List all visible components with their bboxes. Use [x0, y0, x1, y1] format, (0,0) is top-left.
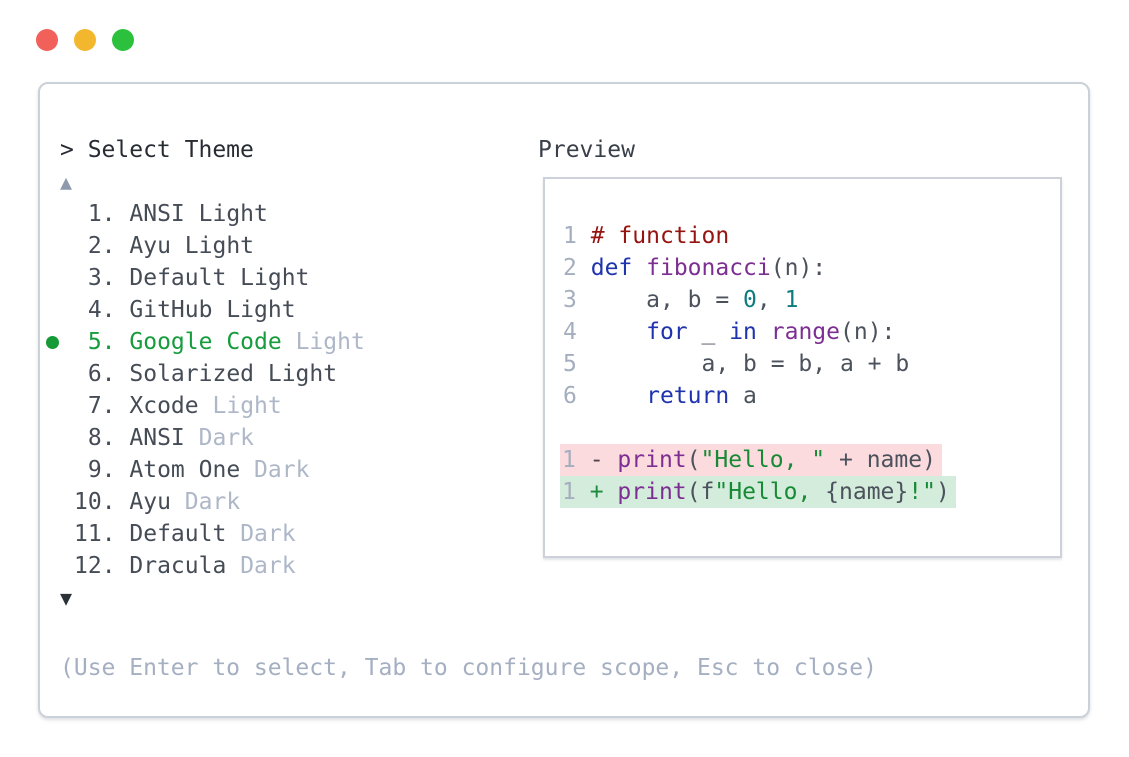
- code-line: 3 a, b = 0, 1: [563, 287, 799, 313]
- window-controls: [36, 29, 134, 51]
- theme-item-name: Dracula: [129, 553, 227, 579]
- theme-item-number: 11.: [74, 521, 116, 547]
- theme-item-number: 6.: [87, 361, 116, 387]
- preview-box: 1 # function 2 def fibonacci(n): 3 a, b = …: [543, 177, 1062, 558]
- theme-item-suffix: Dark: [240, 553, 296, 579]
- line-number: 1: [563, 223, 577, 249]
- theme-item-name: Google Code: [129, 329, 282, 355]
- line-number: 2: [563, 255, 577, 281]
- theme-item-name: ANSI: [129, 425, 185, 451]
- theme-item-number: 10.: [74, 489, 116, 515]
- theme-item-atom-one[interactable]: 9. Atom One Dark: [60, 454, 877, 486]
- theme-item-name: Default: [129, 521, 227, 547]
- maximize-button[interactable]: [112, 29, 134, 51]
- selected-indicator-dot: [46, 336, 59, 349]
- theme-item-ayu-light[interactable]: 2. Ayu Light: [60, 230, 877, 262]
- code-line: 1 # function: [563, 223, 730, 249]
- theme-item-number: 9.: [87, 457, 116, 483]
- theme-item-number: 7.: [87, 393, 116, 419]
- diff-line-removed: 1 - print("Hello, " + name): [560, 444, 942, 476]
- theme-item-suffix: Light: [212, 393, 282, 419]
- code-preview: 1 # function 2 def fibonacci(n): 3 a, b = …: [560, 220, 956, 508]
- close-button[interactable]: [36, 29, 58, 51]
- theme-item-solarized-light[interactable]: 6. Solarized Light: [60, 358, 877, 390]
- theme-item-name: GitHub Light: [129, 297, 296, 323]
- code-line: 6 return a: [563, 383, 757, 409]
- line-number: 1: [562, 479, 576, 505]
- theme-item-dracula[interactable]: 12. Dracula Dark: [60, 550, 877, 582]
- theme-item-ansi-light[interactable]: 1. ANSI Light: [60, 198, 877, 230]
- theme-item-number: 1.: [87, 201, 116, 227]
- blank-line: [561, 412, 956, 444]
- theme-item-name: Ayu Light: [129, 233, 255, 259]
- theme-item-number: 4.: [87, 297, 116, 323]
- line-number: 6: [563, 383, 577, 409]
- theme-item-number: 3.: [87, 265, 116, 291]
- theme-item-suffix: Dark: [198, 425, 255, 451]
- picker-prompt: > Select Theme: [60, 137, 254, 163]
- theme-item-number: 12.: [74, 553, 116, 579]
- theme-item-github-light[interactable]: 4. GitHub Light: [60, 294, 877, 326]
- theme-item-name: ANSI Light: [129, 201, 268, 227]
- theme-item-name: Default Light: [129, 265, 310, 291]
- code-line: 5 a, b = b, a + b: [563, 351, 910, 377]
- code-line: 4 for _ in range(n):: [563, 319, 896, 345]
- theme-item-suffix: Light: [295, 329, 365, 355]
- theme-item-suffix: Dark: [254, 457, 310, 483]
- theme-item-xcode[interactable]: 7. Xcode Light: [60, 390, 877, 422]
- theme-item-suffix: Dark: [184, 489, 241, 515]
- line-number: 4: [563, 319, 577, 345]
- preview-label: Preview: [538, 137, 635, 163]
- theme-item-google-code[interactable]: 5. Google Code Light: [46, 326, 877, 358]
- theme-item-ayu[interactable]: 10. Ayu Dark: [60, 486, 877, 518]
- theme-item-ansi[interactable]: 8. ANSI Dark: [60, 422, 877, 454]
- theme-item-name: Ayu: [129, 489, 171, 515]
- line-number: 5: [563, 351, 577, 377]
- diff-line-added: 1 + print(f"Hello, {name}!"): [560, 476, 956, 508]
- theme-item-name: Atom One: [129, 457, 241, 483]
- theme-item-default-light[interactable]: 3. Default Light: [60, 262, 877, 294]
- help-text: (Use Enter to select, Tab to configure s…: [60, 655, 877, 681]
- minimize-button[interactable]: [74, 29, 96, 51]
- scroll-up-icon[interactable]: ▲: [60, 170, 73, 194]
- theme-item-name: Xcode: [129, 393, 199, 419]
- code-line: 2 def fibonacci(n):: [563, 255, 827, 281]
- theme-item-number: 5.: [87, 329, 116, 355]
- theme-item-name: Solarized Light: [129, 361, 338, 387]
- line-number: 3: [563, 287, 577, 313]
- theme-item-number: 8.: [87, 425, 116, 451]
- theme-item-number: 2.: [87, 233, 116, 259]
- theme-item-suffix: Dark: [240, 521, 296, 547]
- line-number: 1: [562, 447, 576, 473]
- theme-item-default[interactable]: 11. Default Dark: [60, 518, 877, 550]
- scroll-down-icon[interactable]: ▼: [60, 586, 73, 610]
